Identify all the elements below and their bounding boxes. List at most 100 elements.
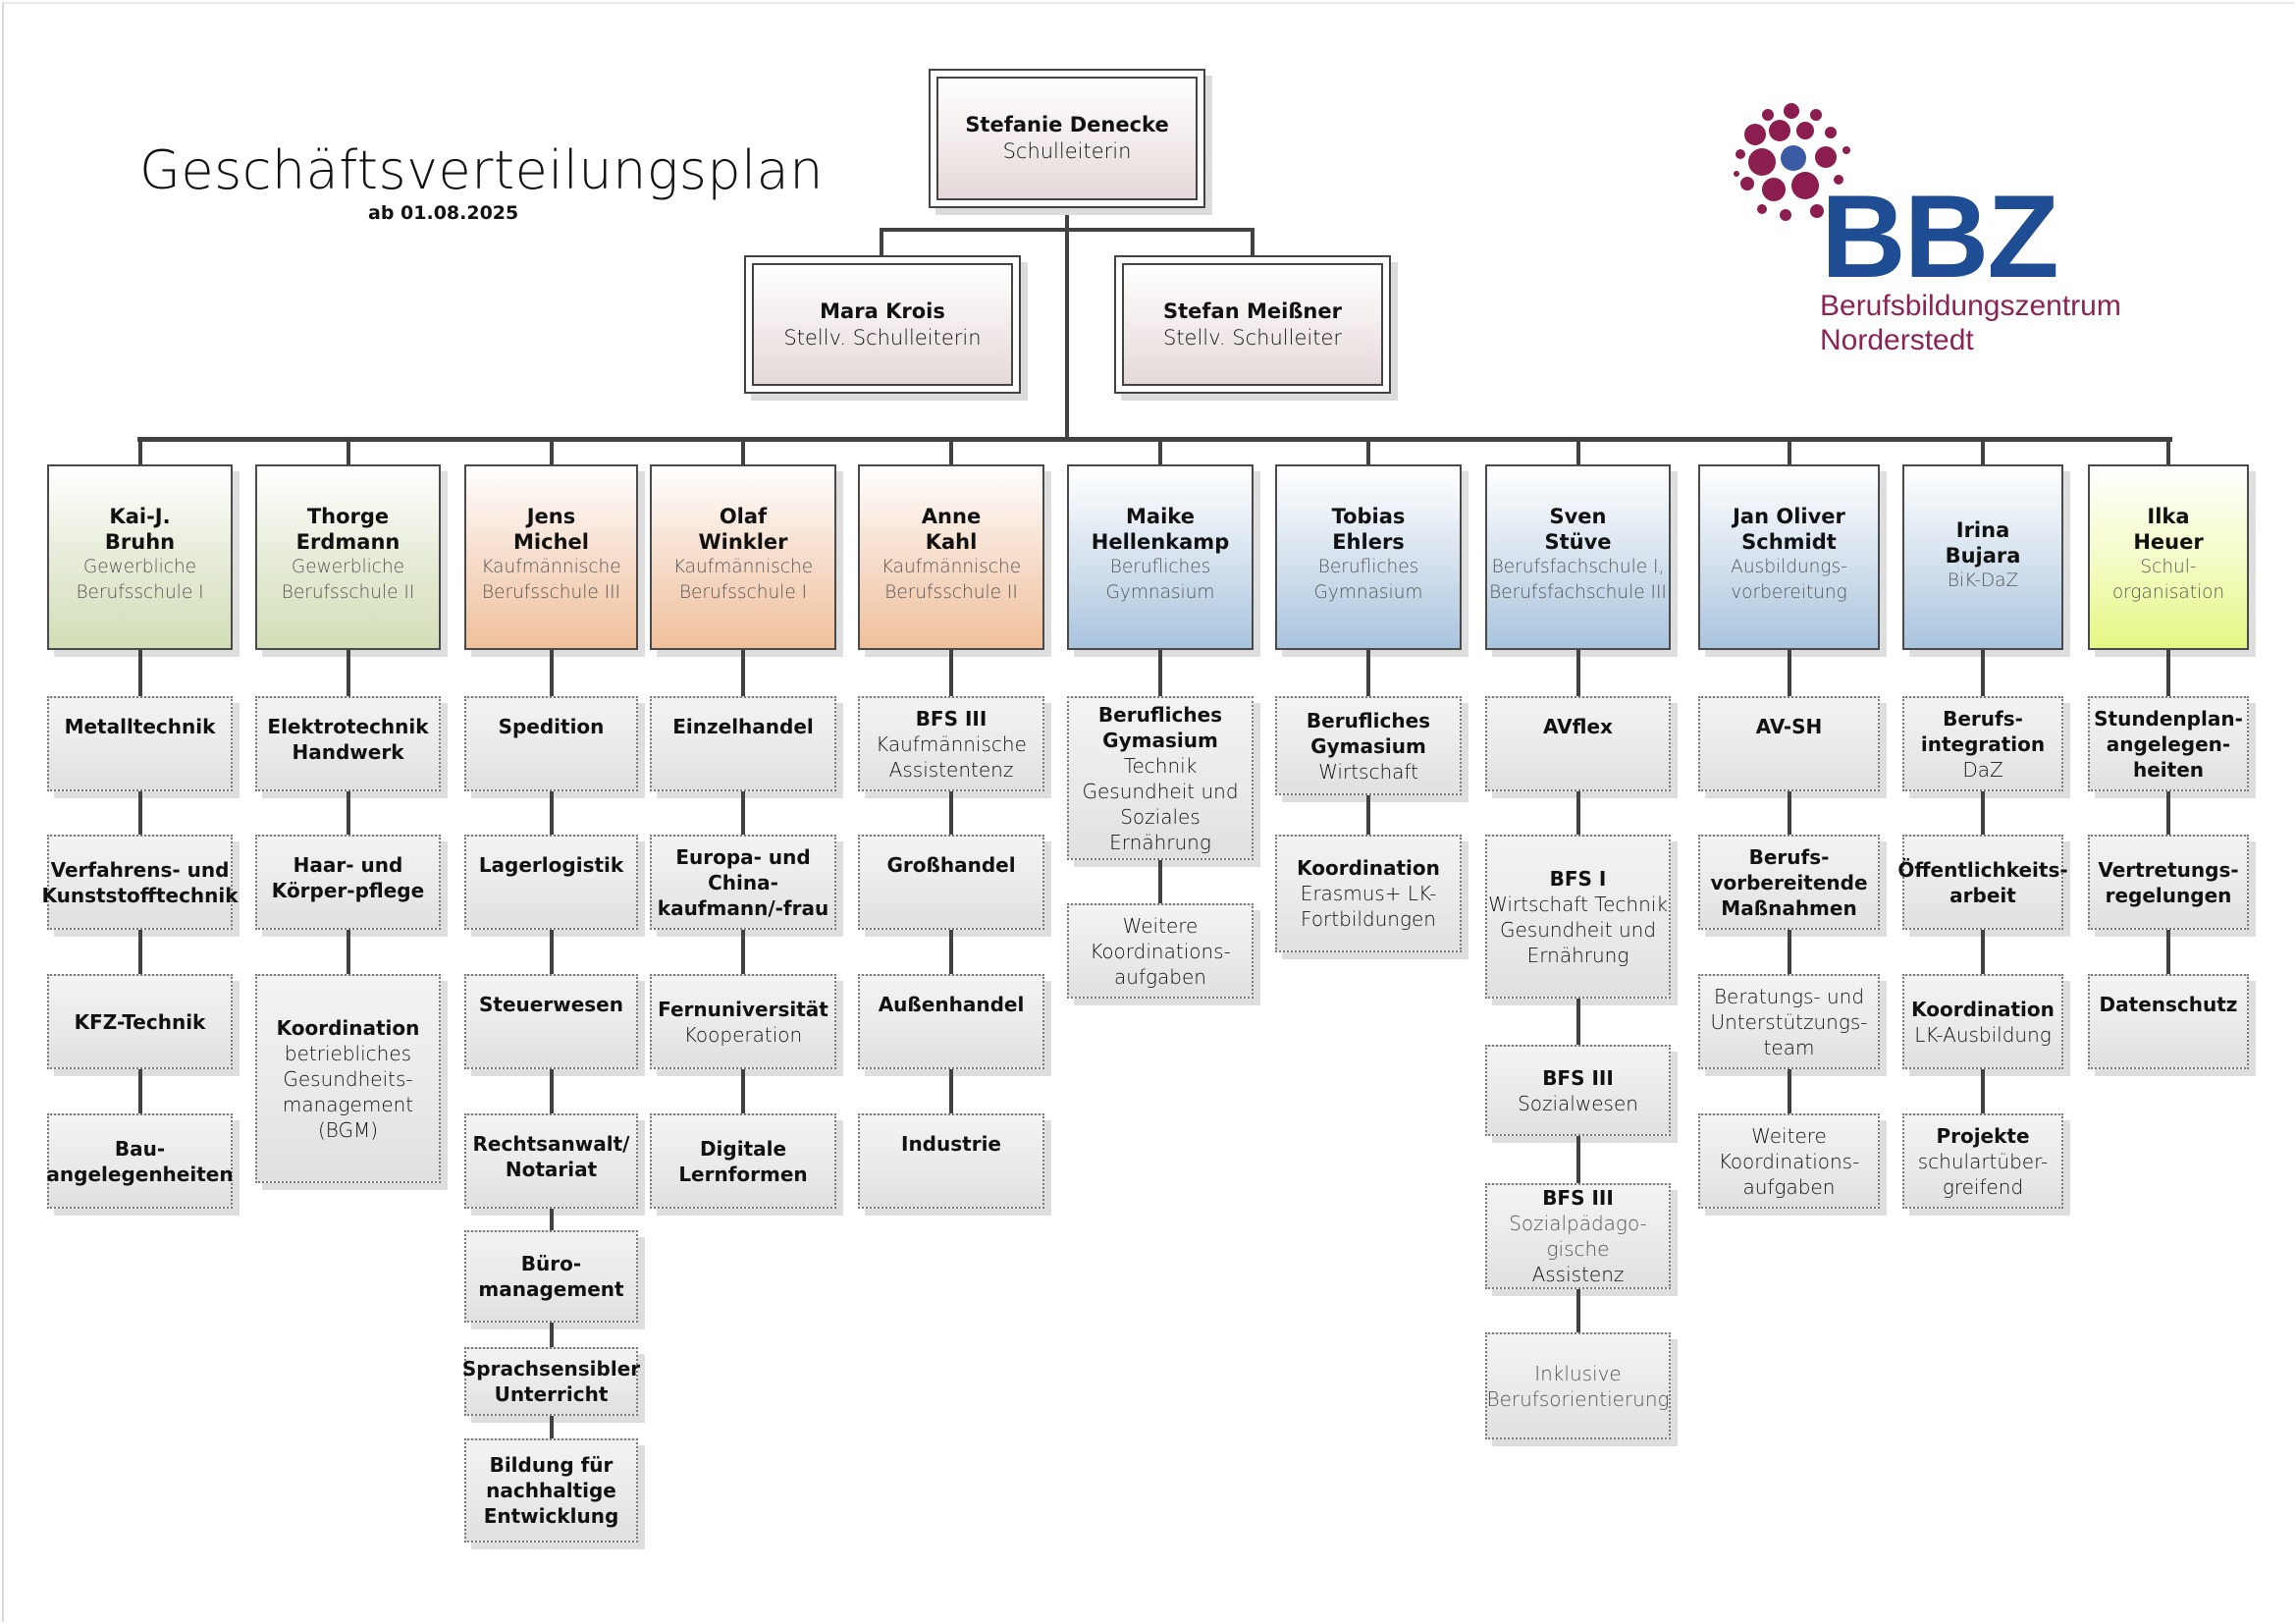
head-first-name: Jan Oliver bbox=[1733, 505, 1845, 528]
task-box: Bau-angelegenheiten bbox=[46, 1113, 234, 1209]
department-label: Berufsschule I bbox=[678, 582, 808, 603]
task-box: Elektrotechnik Handwerk bbox=[255, 696, 441, 791]
task-title: Bau-angelegenheiten bbox=[46, 1136, 234, 1186]
connector-line bbox=[949, 439, 953, 464]
deputy-name: Stefan Meißner bbox=[1163, 298, 1342, 323]
connector-line bbox=[1251, 228, 1255, 257]
connector-line bbox=[550, 1323, 554, 1347]
connector-line bbox=[1158, 650, 1162, 696]
task-box: Öffentlichkeits-arbeit bbox=[1897, 835, 2068, 930]
deputy-box: Mara Krois Stellv. Schulleiterin bbox=[744, 255, 1021, 394]
connector-line bbox=[1576, 1289, 1580, 1332]
connector-line bbox=[1788, 930, 1791, 974]
task-box: KFZ-Technik bbox=[47, 974, 233, 1069]
task-box: Büro-management bbox=[464, 1230, 638, 1323]
department-label: Berufsfachschule I, bbox=[1491, 557, 1665, 577]
connector-line bbox=[1158, 439, 1162, 464]
task-box: AVflex bbox=[1485, 696, 1671, 791]
head-last-name: Stüve bbox=[1544, 530, 1612, 554]
connector-line bbox=[1366, 439, 1370, 464]
head-first-name: Olaf bbox=[719, 505, 768, 528]
connector-line bbox=[741, 791, 745, 835]
principal-role: Schulleiterin bbox=[1002, 139, 1132, 163]
task-title: BFS III bbox=[1542, 1065, 1614, 1090]
department-label: Berufsschule III bbox=[481, 582, 620, 603]
task-title: AV-SH bbox=[1755, 715, 1823, 738]
head-first-name: Thorge bbox=[306, 505, 390, 528]
dot-cluster-icon bbox=[1734, 103, 1850, 221]
head-last-name: Heuer bbox=[2133, 530, 2204, 554]
task-box: Europa- und China-kaufmann/-frau bbox=[650, 835, 836, 930]
connector-line bbox=[1981, 439, 1985, 464]
connector-line bbox=[138, 650, 142, 696]
connector-line bbox=[880, 228, 883, 257]
task-detail: Weitere Koordinations-aufgaben bbox=[1718, 1123, 1860, 1199]
task-title: Berufs-vorbereitende Maßnahmen bbox=[1710, 844, 1868, 920]
connector-line bbox=[138, 791, 142, 835]
task-box: Berufs-vorbereitende Maßnahmen bbox=[1698, 835, 1880, 930]
task-box: Spedition bbox=[464, 696, 638, 791]
task-title: Einzelhandel bbox=[672, 715, 814, 738]
task-box: Haar- und Körper-pflege bbox=[255, 835, 441, 930]
task-box: Weitere Koordinations-aufgaben bbox=[1698, 1113, 1880, 1209]
connector-line bbox=[1981, 650, 1985, 696]
head-first-name: Irina bbox=[1955, 518, 2010, 542]
task-title: AVflex bbox=[1543, 715, 1613, 738]
task-title: Datenschutz bbox=[2099, 993, 2238, 1016]
connector-line bbox=[2166, 791, 2170, 835]
task-title: Berufliches Gymasium bbox=[1306, 708, 1431, 758]
head-last-name: Winkler bbox=[698, 530, 788, 554]
task-box: Großhandel bbox=[858, 835, 1044, 930]
head-first-name: Tobias bbox=[1331, 505, 1406, 528]
task-detail: Sozialpädago-gische bbox=[1509, 1212, 1647, 1261]
task-box: Datenschutz bbox=[2088, 974, 2249, 1069]
task-box: Stundenplan-angelegen-heiten bbox=[2088, 696, 2249, 791]
deputy-name: Mara Krois bbox=[820, 298, 945, 323]
head-first-name: Anne bbox=[921, 505, 982, 528]
connector-line bbox=[550, 930, 554, 974]
task-detail: Sozialwesen bbox=[1518, 1091, 1638, 1115]
connector-line bbox=[347, 791, 350, 835]
task-box: Außenhandel bbox=[858, 974, 1044, 1069]
department-label: Gewerbliche bbox=[291, 557, 405, 577]
task-detail: Erasmus+ LK-Fortbildungen bbox=[1300, 882, 1437, 931]
head-last-name: Schmidt bbox=[1741, 530, 1837, 554]
page-title: Geschäftsverteilungsplan bbox=[139, 139, 824, 201]
connector-line bbox=[741, 650, 745, 696]
logo-line-2: Norderstedt bbox=[1820, 324, 1974, 356]
connector-line bbox=[347, 930, 350, 974]
department-label: Kaufmännische bbox=[672, 557, 814, 577]
connector-line bbox=[741, 930, 745, 974]
task-title: Rechtsanwalt/ Notariat bbox=[472, 1132, 630, 1181]
connector-line bbox=[138, 1069, 142, 1113]
head-first-name: Maike bbox=[1126, 505, 1195, 528]
task-title: Haar- und Körper-pflege bbox=[271, 853, 425, 902]
connector-line bbox=[1366, 795, 1370, 835]
logo-line-1: Berufsbildungszentrum bbox=[1820, 290, 2121, 322]
task-box: Rechtsanwalt/ Notariat bbox=[464, 1113, 638, 1209]
connector-line bbox=[2166, 930, 2170, 974]
connector-line bbox=[741, 439, 745, 464]
task-title: Koordination bbox=[1911, 997, 2055, 1021]
task-detail: Wirtschaft bbox=[1318, 759, 1418, 784]
task-detail: Technik Gesundheit und Soziales Ernährun… bbox=[1082, 753, 1239, 854]
department-label: Berufsfachschule III bbox=[1489, 582, 1667, 603]
connector-line bbox=[1788, 439, 1791, 464]
department-label: Ausbildungs- bbox=[1731, 557, 1847, 577]
task-title: Büro-management bbox=[478, 1252, 624, 1301]
connector-line bbox=[741, 1069, 745, 1113]
connector-line bbox=[949, 791, 953, 835]
principal-name: Stefanie Denecke bbox=[965, 113, 1169, 136]
head-last-name: Kahl bbox=[925, 530, 978, 554]
task-title: Berufs-integration bbox=[1920, 706, 2046, 756]
